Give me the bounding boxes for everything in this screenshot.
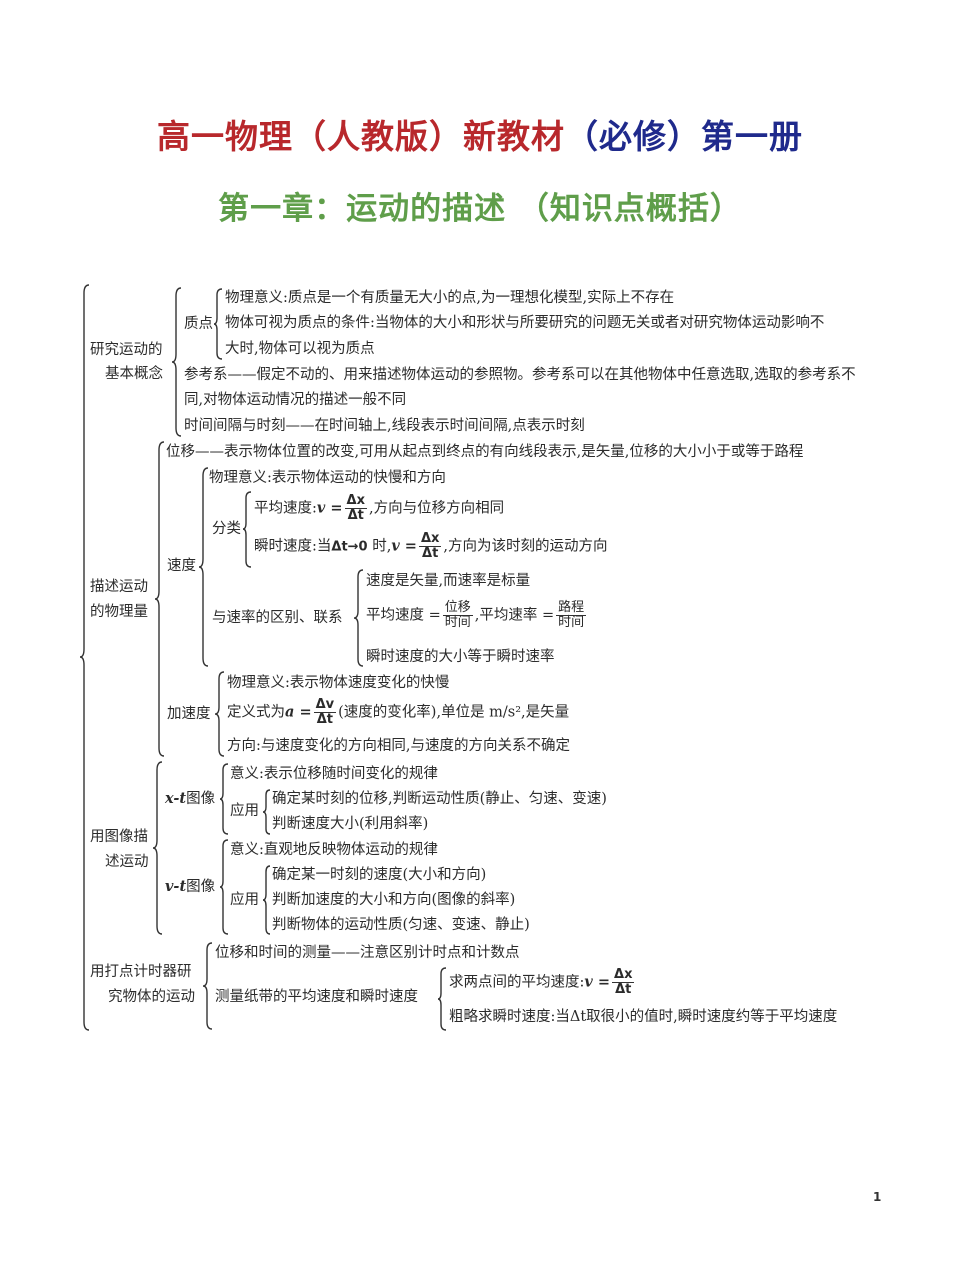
section3-label-line1: 用图像描 — [90, 829, 148, 845]
chapter-subtitle: 第一章：运动的描述 （知识点概括） — [218, 191, 742, 227]
velocity-meaning: 物理意义:表示物体运动的快慢和方向 — [209, 470, 446, 486]
zhidian-label: 质点 — [184, 316, 213, 332]
measurement-item: 位移和时间的测量——注意区别计时点和计数点 — [215, 945, 520, 961]
speed-relation-brace — [353, 569, 364, 667]
classification-label: 分类 — [212, 521, 241, 537]
avg-velocity-word-fraction: 位移时间 — [442, 600, 473, 630]
acceleration-label: 加速度 — [167, 706, 211, 722]
zhidian-item: 大时,物体可以视为质点 — [225, 341, 375, 357]
vt-graph-label: v-t图像 — [165, 878, 216, 895]
tape-velocity-label: 测量纸带的平均速度和瞬时速度 — [215, 989, 418, 1005]
xt-application-brace — [262, 789, 271, 835]
vt-application-brace — [262, 865, 271, 935]
section4-label-line1: 用打点计时器研 — [90, 964, 192, 980]
vt-brace — [219, 839, 229, 935]
acceleration-brace — [214, 671, 225, 757]
document-title: 高一物理（人教版）新教材（必修）第一册 — [0, 110, 960, 158]
xt-application-label: 应用 — [230, 803, 259, 819]
speed-relation-item: 平均速度 =位移时间,平均速率 =路程时间 — [366, 600, 587, 630]
velocity-brace — [198, 467, 209, 667]
section1-label-line1: 研究运动的 — [90, 342, 163, 358]
title-part-red: 高一物理（人教版）新教材 — [157, 117, 565, 156]
speed-relation-item: 速度是矢量,而速率是标量 — [366, 573, 531, 589]
vt-application-item: 判断物体的运动性质(匀速、变速、静止) — [272, 917, 530, 933]
section2-label-line1: 描述运动 — [90, 579, 148, 595]
rough-instantaneous-item: 粗略求瞬时速度:当Δt取很小的值时,瞬时速度约等于平均速度 — [449, 1009, 838, 1025]
speed-relation-label: 与速率的区别、联系 — [212, 610, 343, 626]
vt-application-label: 应用 — [230, 892, 259, 908]
speed-relation-item: 瞬时速度的大小等于瞬时速率 — [366, 649, 555, 665]
outer-brace — [79, 284, 90, 1031]
section1-label-line2: 基本概念 — [105, 366, 163, 382]
section1-brace — [171, 287, 182, 437]
zhidian-item: 物理意义:质点是一个有质量无大小的点,为一理想化模型,实际上不存在 — [225, 290, 675, 306]
section3-brace — [152, 761, 163, 935]
xt-application-item: 判断速度大小(利用斜率) — [272, 816, 429, 832]
section4-label-line2: 究物体的运动 — [108, 989, 195, 1005]
section3-label-line2: 述运动 — [105, 854, 149, 870]
vt-application-item: 判断加速度的大小和方向(图像的斜率) — [272, 892, 516, 908]
reference-frame-line2: 同,对物体运动情况的描述一般不同 — [184, 392, 407, 408]
xt-meaning: 意义:表示位移随时间变化的规律 — [230, 766, 438, 782]
section4-brace — [202, 942, 213, 1030]
reference-frame-line1: 参考系——假定不动的、用来描述物体运动的参照物。参考系可以在其他物体中任意选取,… — [184, 367, 856, 383]
zhidian-item: 物体可视为质点的条件:当物体的大小和形状与所要研究的问题无关或者对研究物体运动影… — [225, 315, 825, 331]
xt-application-item: 确定某时刻的位移,判断运动性质(静止、匀速、变速) — [272, 791, 607, 807]
section2-label-line2: 的物理量 — [90, 604, 148, 620]
avg-speed-word-fraction: 路程时间 — [556, 600, 587, 630]
section2-brace — [154, 441, 165, 757]
classification-brace — [242, 491, 252, 568]
acceleration-direction: 方向:与速度变化的方向相同,与速度的方向关系不确定 — [227, 738, 570, 754]
xt-graph-label: x-t图像 — [165, 790, 216, 807]
vt-application-item: 确定某一时刻的速度(大小和方向) — [272, 867, 487, 883]
xt-brace — [219, 763, 229, 835]
page-number: 1 — [873, 1190, 882, 1204]
time-interval-item: 时间间隔与时刻——在时间轴上,线段表示时间间隔,点表示时刻 — [184, 418, 585, 434]
displacement-item: 位移——表示物体位置的改变,可用从起点到终点的有向线段表示,是矢量,位移的大小小… — [166, 444, 804, 460]
tape-velocity-brace — [437, 967, 447, 1031]
velocity-label: 速度 — [167, 558, 196, 574]
zhidian-brace — [213, 288, 223, 360]
title-part-blue: （必修）第一册 — [565, 117, 803, 156]
vt-meaning: 意义:直观地反映物体运动的规律 — [230, 842, 438, 858]
acceleration-meaning: 物理意义:表示物体速度变化的快慢 — [227, 675, 450, 691]
